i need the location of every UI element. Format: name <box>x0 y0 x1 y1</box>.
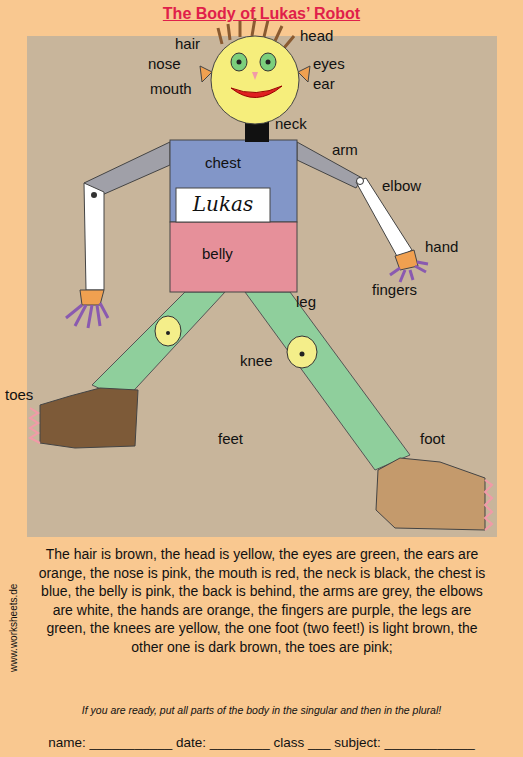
dark-foot <box>40 388 138 448</box>
right-toes <box>485 480 492 530</box>
left-ear <box>200 66 212 82</box>
name-tag <box>176 188 270 222</box>
part-label: leg <box>296 293 316 310</box>
mouth <box>231 86 282 98</box>
watermark: www.worksheets.de <box>8 584 20 672</box>
left-lower-arm <box>84 183 104 290</box>
part-label: belly <box>202 245 233 262</box>
worksheet-text: The hair is brown, the head is yellow, t… <box>32 545 492 656</box>
part-label: nose <box>148 55 181 72</box>
right-ear <box>298 66 310 82</box>
part-label: knee <box>240 352 273 369</box>
right-upper-arm <box>297 142 362 188</box>
right-leg <box>245 292 410 470</box>
left-knee <box>155 316 181 346</box>
belly <box>170 222 297 292</box>
part-label: hair <box>175 35 200 52</box>
left-fingers <box>66 303 108 328</box>
left-leg <box>92 292 225 400</box>
chest <box>170 140 297 222</box>
part-label: head <box>300 27 333 44</box>
part-label: elbow <box>382 177 421 194</box>
part-label: eyes <box>313 55 345 72</box>
part-label: chest <box>205 154 241 171</box>
left-toes <box>30 408 40 443</box>
part-label: toes <box>5 386 33 403</box>
left-upper-arm <box>84 142 170 195</box>
part-label: neck <box>275 115 307 132</box>
worksheet-text: name: ___________ date: ________ class _… <box>10 735 513 751</box>
part-label: hand <box>425 238 458 255</box>
light-foot <box>376 458 485 530</box>
part-label: ear <box>313 75 335 92</box>
nose <box>252 72 258 80</box>
right-fingers <box>390 262 428 282</box>
part-label: Lukas <box>193 193 253 216</box>
part-label: feet <box>218 430 243 447</box>
part-label: arm <box>332 141 358 158</box>
picture-ground <box>27 36 497 537</box>
part-label: foot <box>420 430 445 447</box>
part-label: fingers <box>372 281 417 298</box>
worksheet-text: If you are ready, put all parts of the b… <box>10 704 513 716</box>
right-knee <box>287 336 317 368</box>
head <box>211 36 299 124</box>
part-label: mouth <box>150 80 192 97</box>
worksheet-title: The Body of Lukas’ Robot <box>0 5 523 23</box>
left-hand <box>80 290 104 305</box>
